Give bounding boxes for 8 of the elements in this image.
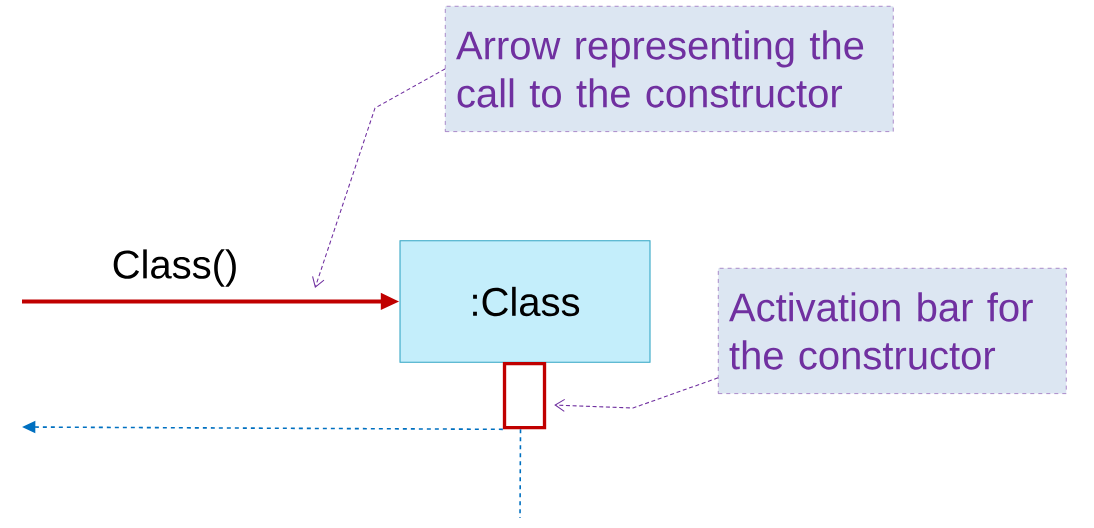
leader-line (312, 68, 446, 288)
edge-label: Class() (110, 248, 240, 288)
object-box: :Class (399, 240, 651, 363)
callout-box: Arrow representing the call to the constructor (445, 6, 894, 132)
lifeline (519, 428, 522, 519)
leader-line (554, 377, 719, 412)
callout-box: Activation bar for the constructor (718, 268, 1067, 394)
activation-bar (502, 362, 547, 430)
